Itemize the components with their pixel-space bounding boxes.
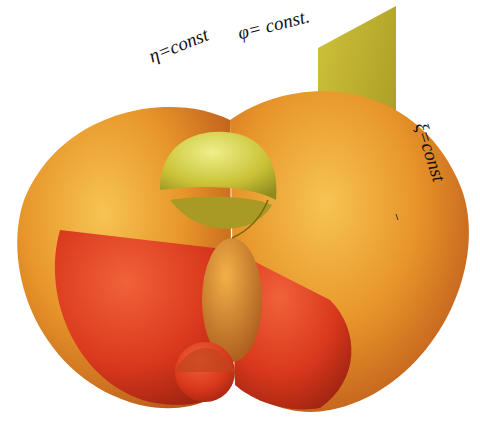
eta-surface xyxy=(160,132,277,200)
eta-surface-inner xyxy=(170,197,272,229)
edge-line xyxy=(232,200,268,238)
tick xyxy=(396,214,398,220)
inner-sphere-cut xyxy=(175,348,235,372)
inner-sphere xyxy=(175,342,235,402)
eta-label: η=const xyxy=(146,25,211,66)
xi-surface xyxy=(230,91,469,412)
phi-label: φ= const. xyxy=(236,6,311,42)
